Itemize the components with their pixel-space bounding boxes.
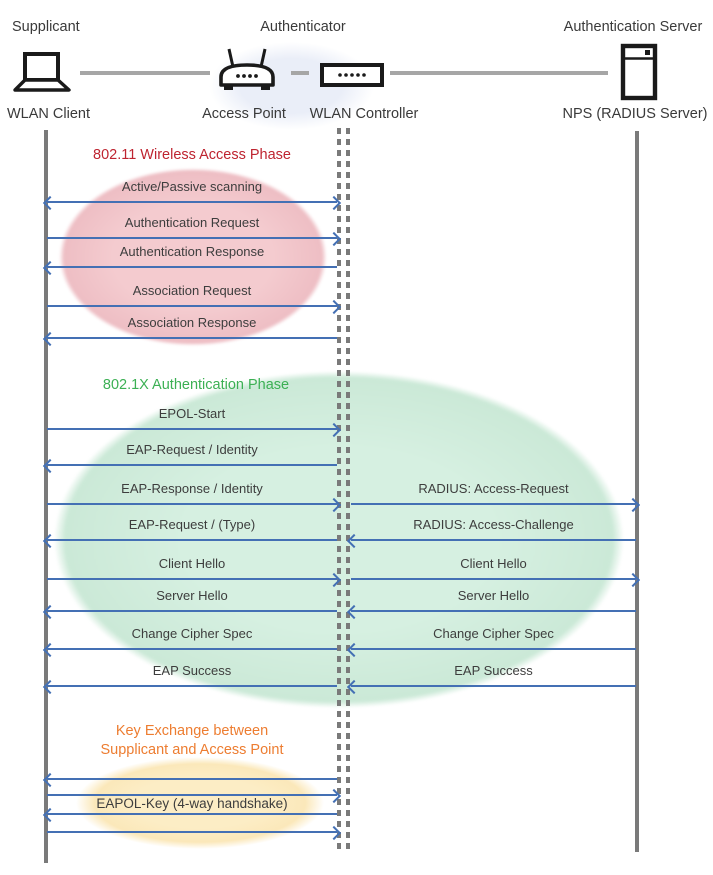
connector-dash [291, 71, 309, 75]
arrow-right-icon [46, 231, 342, 246]
message-label: EAP-Request / (Type) [128, 517, 256, 532]
arrow-right-icon [46, 497, 342, 512]
msg-server-hello-right: Server Hello [346, 588, 637, 619]
msg-server-hello-left: Server Hello [42, 588, 338, 619]
eapol-arrow-right-icon [46, 788, 342, 803]
message-label: EAP Success [454, 663, 533, 678]
phase2-title: 802.1X Authentication Phase [102, 377, 290, 393]
message-label: EPOL-Start [158, 406, 226, 421]
message-label: Change Cipher Spec [131, 626, 253, 641]
message-label: EAP-Response / Identity [121, 481, 263, 496]
arrow-left-icon [42, 331, 338, 346]
msg-eapol-key-handshake: EAPOL-Key (4-way handshake) [96, 796, 288, 811]
arrow-right-icon [350, 497, 641, 512]
msg-association-request: Association Request [46, 283, 342, 314]
msg-change-cipher-spec-left: Change Cipher Spec [42, 626, 338, 657]
device-nps-radius-server: NPS (RADIUS Server) [562, 106, 708, 122]
message-label: RADIUS: Access-Challenge [413, 517, 574, 532]
arrow-left-icon [42, 604, 338, 619]
arrow-left-icon [346, 642, 637, 657]
message-label: EAP-Request / Identity [126, 442, 258, 457]
arrow-left-icon [346, 679, 637, 694]
msg-authentication-response: Authentication Response [42, 244, 338, 275]
msg-change-cipher-spec-right: Change Cipher Spec [346, 626, 637, 657]
msg-eap-request-identity: EAP-Request / Identity [42, 442, 338, 473]
eapol-arrow-right-icon [46, 825, 342, 840]
phase1-ellipse [59, 168, 327, 346]
msg-association-response: Association Response [42, 315, 338, 346]
message-label: EAP Success [152, 663, 232, 678]
phase3-title-line1: Key Exchange between [115, 723, 269, 739]
message-label: Association Request [132, 283, 252, 298]
message-label: Association Response [127, 315, 257, 330]
msg-client-hello-right: Client Hello [350, 556, 641, 587]
message-label: Active/Passive scanning [121, 179, 263, 194]
arrow-left-icon [42, 533, 338, 548]
arrow-left-icon [42, 679, 338, 694]
msg-radius-access-request: RADIUS: Access-Request [350, 481, 641, 512]
server-icon [620, 43, 658, 101]
message-label: Change Cipher Spec [433, 626, 554, 641]
arrow-right-icon [46, 572, 342, 587]
connector-line [80, 71, 210, 75]
eapol-arrow-left-icon [42, 772, 338, 787]
device-wlan-client: WLAN Client [7, 106, 90, 122]
phase3-ellipse [76, 757, 324, 849]
lifeline-radius-server [635, 131, 639, 852]
lifeline-wlan-controller-dashed [346, 128, 350, 854]
role-authentication-server: Authentication Server [563, 19, 703, 35]
msg-eap-success-right: EAP Success [346, 663, 637, 694]
message-label: RADIUS: Access-Request [418, 481, 569, 496]
msg-eap-response-identity: EAP-Response / Identity [46, 481, 342, 512]
arrow-right-icon [46, 422, 342, 437]
arrow-left-icon [42, 260, 338, 275]
arrow-both-icon [42, 195, 342, 210]
wlan-controller-icon [320, 63, 384, 87]
msg-eap-request-type: EAP-Request / (Type) [42, 517, 338, 548]
arrow-left-icon [42, 642, 338, 657]
device-wlan-controller: WLAN Controller [309, 106, 419, 122]
lifeline-wlan-client [44, 130, 48, 863]
message-label: Server Hello [156, 588, 228, 603]
role-authenticator: Authenticator [260, 19, 346, 35]
arrow-right-icon [350, 572, 641, 587]
arrow-left-icon [346, 533, 637, 548]
phase1-title: 802.11 Wireless Access Phase [93, 147, 291, 163]
access-point-icon [216, 46, 278, 92]
phase3-title: Key Exchange between Supplicant and Acce… [46, 722, 338, 760]
lifeline-wlan-controller-dashed [337, 128, 341, 854]
message-label: Client Hello [460, 556, 527, 571]
role-supplicant: Supplicant [12, 19, 80, 35]
message-label: Authentication Response [119, 244, 265, 259]
arrow-right-icon [46, 299, 342, 314]
message-label: Client Hello [158, 556, 226, 571]
connector-line [390, 71, 608, 75]
device-access-point: Access Point [202, 106, 286, 122]
msg-authentication-request: Authentication Request [46, 215, 342, 246]
message-label: Authentication Request [124, 215, 260, 230]
arrow-left-icon [42, 458, 338, 473]
msg-active-passive-scanning: Active/Passive scanning [42, 179, 342, 210]
msg-radius-access-challenge: RADIUS: Access-Challenge [346, 517, 637, 548]
eapol-arrow-left-icon [42, 807, 338, 822]
msg-epol-start: EPOL-Start [46, 406, 342, 437]
message-label: Server Hello [457, 588, 530, 603]
msg-client-hello-left: Client Hello [46, 556, 342, 587]
phase3-title-line2: Supplicant and Access Point [100, 742, 284, 758]
msg-eap-success-left: EAP Success [42, 663, 338, 694]
arrow-left-icon [346, 604, 637, 619]
laptop-icon [13, 52, 71, 92]
